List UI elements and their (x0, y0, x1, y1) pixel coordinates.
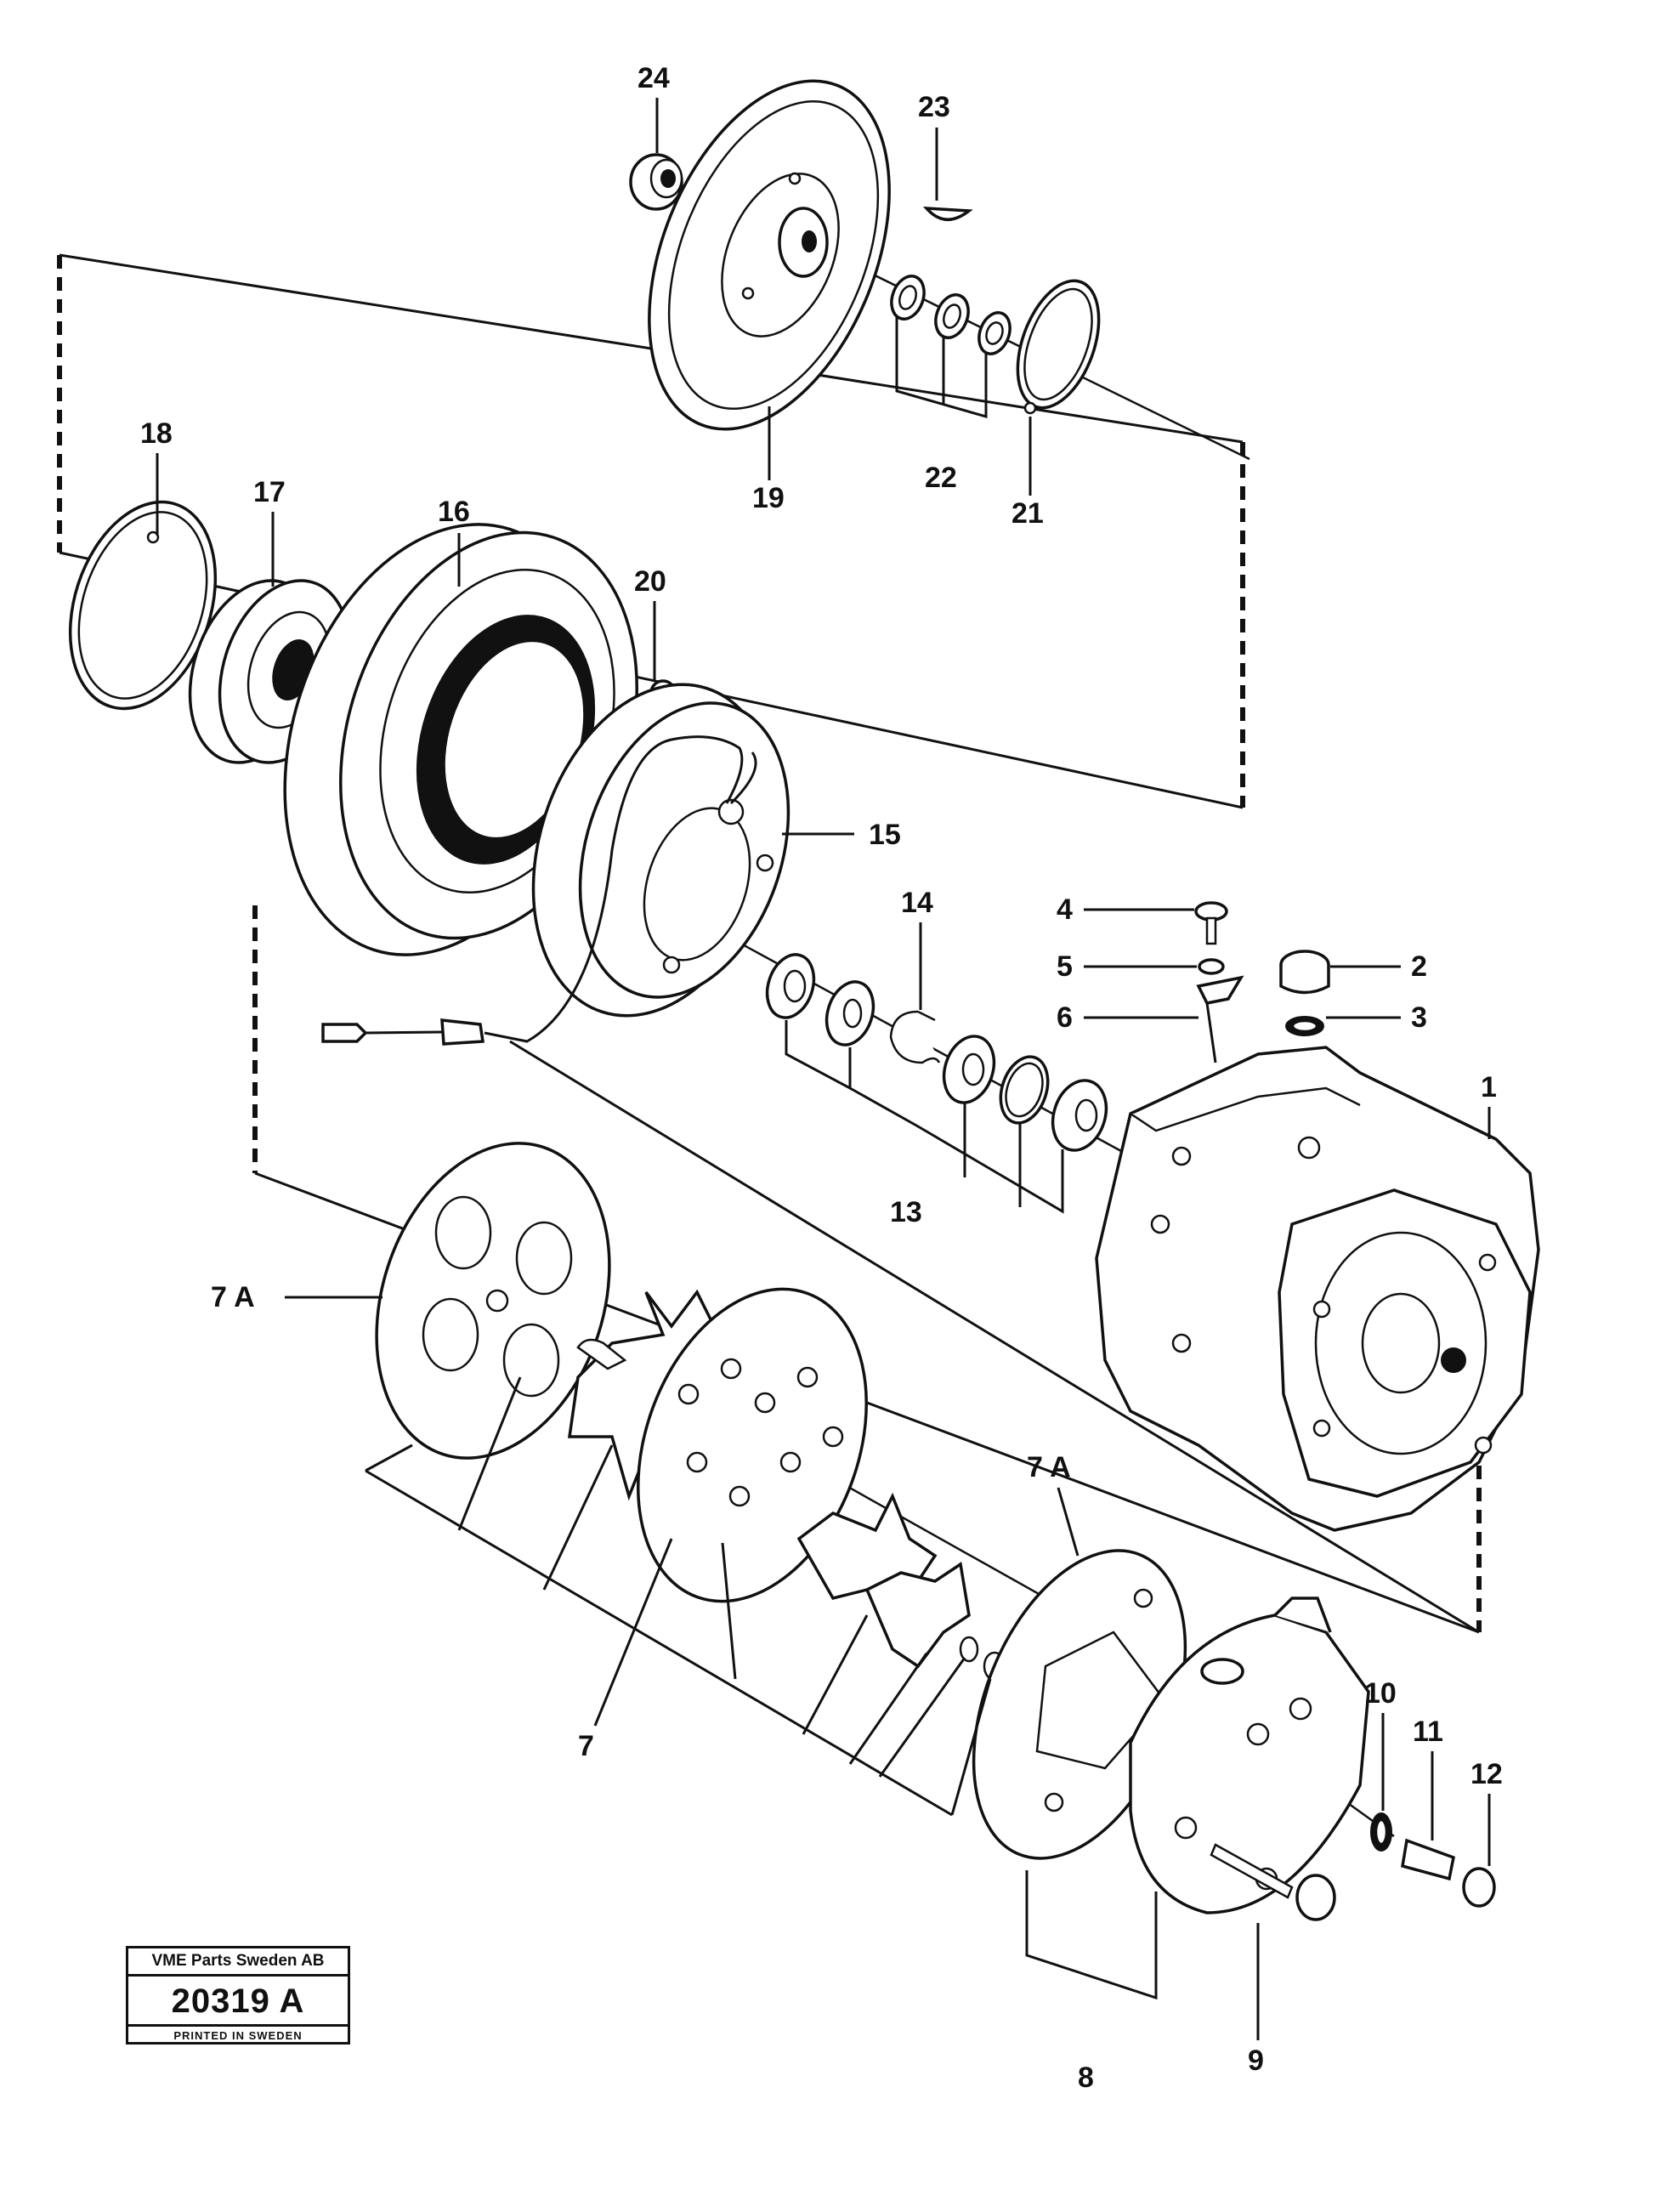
callout-18: 18 (140, 417, 173, 450)
part-24-nut (629, 153, 683, 211)
callout-3: 3 (1411, 1001, 1427, 1034)
part-15-clutch-coil (321, 683, 790, 1046)
callout-17: 17 (253, 476, 286, 508)
part-23-key (922, 207, 973, 221)
callout-11: 11 (1413, 1716, 1443, 1748)
part-9-bolt (1210, 1843, 1336, 1921)
parts-2-6-hardware (1194, 901, 1330, 1036)
callout-7a-left: 7 A (211, 1281, 255, 1313)
part-14-clip (889, 1010, 941, 1064)
part-21-snap-ring (1016, 279, 1101, 415)
callout-12: 12 (1470, 1758, 1503, 1790)
parts-10-12-fitting (1370, 1812, 1496, 1908)
callout-7: 7 (578, 1730, 594, 1762)
callout-19: 19 (752, 482, 785, 514)
callout-labels: 24 23 19 22 21 18 17 16 20 15 14 13 4 5 … (140, 62, 1503, 2094)
callout-7a-right: 7 A (1027, 1451, 1071, 1483)
company-name: VME Parts Sweden AB (128, 1948, 348, 1977)
callout-24: 24 (638, 62, 670, 94)
part-8-cylinder-head (1129, 1597, 1370, 1914)
part-13-seal-kit (765, 953, 1108, 1214)
callout-14: 14 (901, 887, 933, 919)
title-block: VME Parts Sweden AB 20319 A PRINTED IN S… (126, 1946, 350, 2045)
callout-4: 4 (1057, 893, 1073, 926)
part-1-compressor-body (1095, 1002, 1540, 1532)
part-18-retaining-ring (68, 500, 218, 711)
document-number: 20319 A (128, 1977, 348, 2027)
callout-16: 16 (438, 496, 470, 528)
callout-23: 23 (918, 91, 950, 123)
leader-lines-lower (365, 1376, 1158, 2000)
callout-2: 2 (1411, 950, 1427, 983)
part-7a-gasket-left (375, 1142, 611, 1460)
callout-9: 9 (1248, 2045, 1264, 2077)
callout-21: 21 (1012, 497, 1044, 530)
callout-13: 13 (890, 1196, 922, 1228)
part-7-valve-plate (567, 1287, 1006, 1682)
callout-8: 8 (1078, 2062, 1094, 2094)
callout-6: 6 (1057, 1001, 1073, 1034)
callout-20: 20 (634, 565, 666, 598)
part-19-hub-plate (648, 79, 891, 431)
callout-22: 22 (925, 462, 957, 494)
part-22-shims (890, 275, 1012, 418)
printed-note: PRINTED IN SWEDEN (173, 2029, 303, 2042)
callout-15: 15 (869, 819, 901, 851)
callout-10: 10 (1364, 1677, 1397, 1710)
callout-1: 1 (1481, 1071, 1497, 1103)
callout-5: 5 (1057, 950, 1073, 983)
